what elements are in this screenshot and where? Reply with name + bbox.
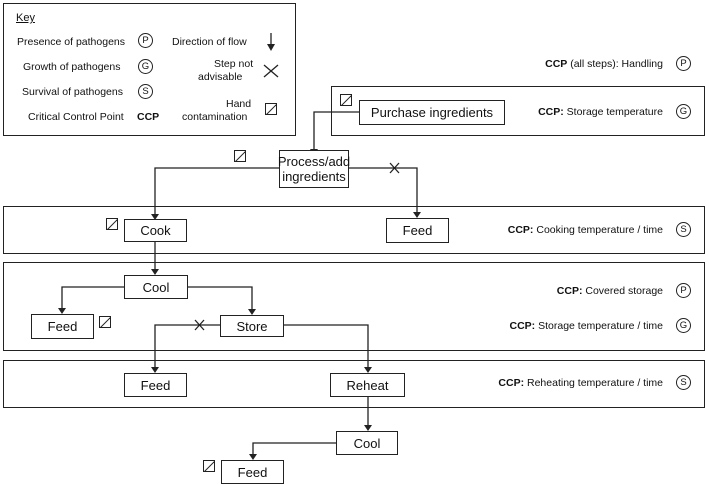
key-ccp-abbr: CCP	[137, 111, 160, 123]
node-feed-4: Feed	[221, 460, 284, 484]
stage-band-cool-store	[3, 262, 705, 351]
node-process-add-ingredients: Process/add ingredients	[277, 150, 351, 188]
survival-symbol-icon: S	[138, 84, 153, 99]
presence-symbol-icon: P	[138, 33, 153, 48]
key-survival-label: Survival of pathogens	[22, 86, 123, 98]
survival-symbol-icon: S	[676, 375, 691, 390]
hand-contamination-icon	[340, 94, 352, 106]
key-title: Key	[16, 12, 35, 24]
survival-symbol-icon: S	[676, 222, 691, 237]
hand-contamination-icon	[106, 218, 118, 230]
growth-symbol-icon: G	[676, 318, 691, 333]
stage-band-cook	[3, 206, 705, 254]
hand-contamination-icon	[99, 316, 111, 328]
ccp-handling: CCP (all steps): Handling	[545, 58, 663, 70]
stage-band-reheat	[3, 360, 705, 408]
presence-symbol-icon: P	[676, 56, 691, 71]
growth-symbol-icon: G	[138, 59, 153, 74]
key-ccp-label: Critical Control Point	[28, 111, 124, 123]
growth-symbol-icon: G	[676, 104, 691, 119]
node-cool-1: Cool	[124, 275, 188, 299]
hand-contamination-icon	[203, 460, 215, 472]
ccp-storage-temperature-time: CCP: Storage temperature / time	[509, 320, 663, 332]
hand-contamination-icon	[234, 150, 246, 162]
ccp-cooking-temperature-time: CCP: Cooking temperature / time	[507, 224, 663, 236]
node-process-line-1: Process/add	[277, 154, 351, 169]
node-reheat: Reheat	[330, 373, 405, 397]
hand-contamination-icon	[265, 103, 277, 115]
node-feed-2: Feed	[31, 314, 94, 339]
ccp-reheating-temperature-time: CCP: Reheating temperature / time	[498, 377, 663, 389]
key-presence-label: Presence of pathogens	[17, 36, 125, 48]
node-cool-2: Cool	[336, 431, 398, 455]
key-hand-label-2: contamination	[182, 111, 248, 123]
node-process-line-2: ingredients	[282, 169, 346, 184]
presence-symbol-icon: P	[676, 283, 691, 298]
key-flow-label: Direction of flow	[172, 36, 247, 48]
node-purchase-ingredients: Purchase ingredients	[359, 100, 505, 125]
node-cook: Cook	[124, 219, 187, 242]
key-panel	[3, 3, 296, 136]
key-growth-label: Growth of pathogens	[23, 61, 121, 73]
key-not-advisable-label-2: advisable	[198, 71, 243, 83]
node-feed-3: Feed	[124, 373, 187, 397]
node-store: Store	[220, 315, 284, 337]
stage-band-purchase	[331, 86, 705, 136]
key-not-advisable-label-1: Step not	[214, 58, 254, 70]
ccp-covered-storage: CCP: Covered storage	[556, 285, 663, 297]
key-hand-label-1: Hand	[226, 98, 252, 110]
node-feed-1: Feed	[386, 218, 449, 243]
ccp-storage-temperature: CCP: Storage temperature	[538, 106, 663, 118]
